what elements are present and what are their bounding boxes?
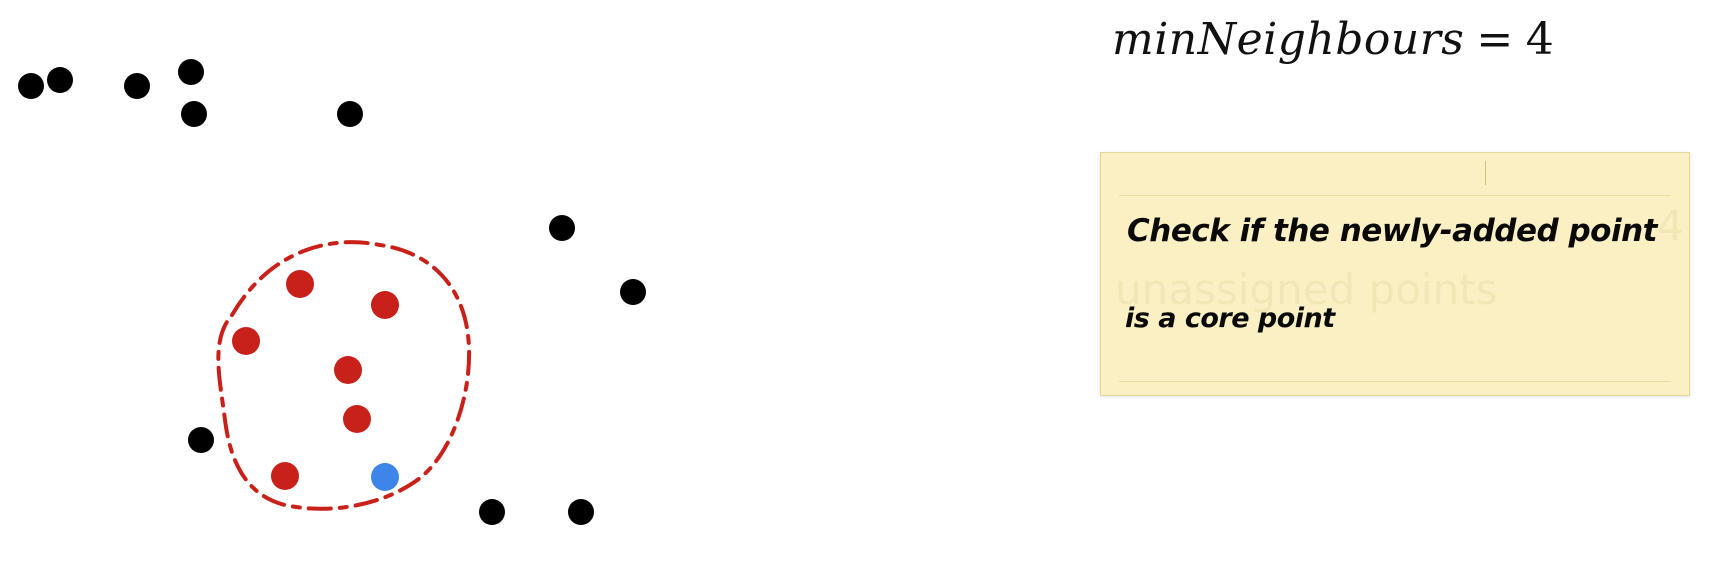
note-ghost-count: 4: [1657, 201, 1684, 250]
note-ghost-text: unassigned points: [1115, 265, 1498, 314]
neighbour-point: [343, 405, 371, 433]
data-point: [337, 101, 363, 127]
data-point: [620, 279, 646, 305]
sticky-note: 4 unassigned points Check if the newly-a…: [1100, 152, 1690, 396]
data-point: [549, 215, 575, 241]
min-neighbours-formula: minNeighbours=4: [1112, 14, 1554, 65]
data-point: [47, 67, 73, 93]
data-point: [18, 73, 44, 99]
note-rule-top: [1119, 195, 1671, 196]
formula-value: 4: [1525, 14, 1555, 65]
new-point: [371, 463, 399, 491]
note-line-1: Check if the newly-added point: [1127, 213, 1657, 249]
data-point: [124, 73, 150, 99]
data-point: [568, 499, 594, 525]
neighbour-point: [271, 462, 299, 490]
neighbour-point: [371, 291, 399, 319]
neighbour-point: [334, 356, 362, 384]
note-rule-bottom: [1119, 381, 1671, 382]
note-line-2: is a core point: [1125, 303, 1335, 334]
data-point: [188, 427, 214, 453]
neighbourhood-circle: [216, 240, 472, 511]
note-tick: [1485, 161, 1486, 185]
neighbour-point: [232, 327, 260, 355]
formula-operator: =: [1476, 14, 1514, 65]
data-point: [178, 59, 204, 85]
data-point: [479, 499, 505, 525]
data-point: [181, 101, 207, 127]
formula-variable: minNeighbours: [1112, 14, 1465, 65]
neighbour-point: [286, 270, 314, 298]
